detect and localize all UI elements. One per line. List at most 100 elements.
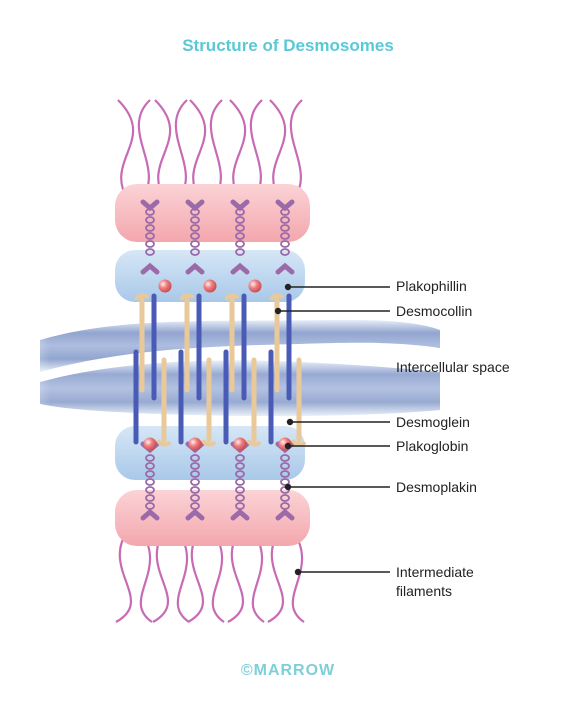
desmoplakin-coil — [190, 486, 200, 494]
desmoplakin-coil — [190, 224, 200, 232]
filament-strand — [291, 529, 305, 623]
outer-plaque-bottom — [115, 490, 310, 546]
desmocollin-hook — [201, 439, 217, 447]
plakoglobin-ball — [143, 437, 157, 451]
label-plakophillin: Plakophillin — [396, 278, 467, 294]
desmoplakin-coil — [280, 248, 290, 256]
desmoplakin-coil — [280, 470, 290, 478]
desmoplakin-coil — [280, 232, 290, 240]
desmoplakin-head — [140, 199, 160, 212]
desmoplakin-coil — [280, 494, 290, 502]
desmoplakin-head — [185, 508, 205, 521]
desmoplakin-coil — [235, 462, 245, 470]
desmoplakin-tail — [140, 262, 160, 275]
desmoplakin-coil — [190, 454, 200, 462]
desmoplakin-coil — [145, 208, 155, 216]
membrane-fade — [0, 300, 200, 440]
plakoglobin-ball — [188, 437, 202, 451]
desmoplakin-coil — [280, 224, 290, 232]
filament-strand — [117, 99, 135, 201]
desmoplakin-coil — [190, 216, 200, 224]
desmoplakin-coil — [145, 470, 155, 478]
desmoplakin-coil — [190, 502, 200, 510]
desmoplakin-coil — [145, 486, 155, 494]
desmocollin-hook — [224, 293, 240, 301]
desmoplakin-coil — [235, 486, 245, 494]
desmoplakin-head — [275, 508, 295, 521]
desmoplakin-coil — [235, 208, 245, 216]
desmoplakin-head — [275, 199, 295, 212]
desmoplakin-coil — [280, 454, 290, 462]
dot-desmoplakin — [284, 483, 292, 491]
desmoplakin-coil — [190, 462, 200, 470]
desmoplakin-coil — [145, 462, 155, 470]
desmoplakin-tail — [275, 262, 295, 275]
desmoplakin-coil — [190, 248, 200, 256]
desmoplakin-coil — [235, 470, 245, 478]
desmoplakin-coil — [145, 454, 155, 462]
desmoplakin-coil — [235, 454, 245, 462]
desmoplakin-head — [230, 199, 250, 212]
desmoplakin-tail — [185, 262, 205, 275]
label-intercellular-space: Intercellular space — [396, 359, 510, 375]
desmoplakin-coil — [235, 240, 245, 248]
outer-plaque-top — [115, 184, 310, 242]
dot-plakophillin — [284, 283, 292, 291]
desmoplakin-coil — [280, 240, 290, 248]
desmocollin-hook — [156, 439, 172, 447]
desmoplakin-coil — [280, 462, 290, 470]
label-plakoglobin: Plakoglobin — [396, 438, 469, 454]
desmoplakin-coil — [280, 216, 290, 224]
desmoplakin-coil — [190, 208, 200, 216]
desmoplakin-coil — [145, 248, 155, 256]
desmocollin-hook — [179, 293, 195, 301]
desmoplakin-coil — [235, 232, 245, 240]
desmoplakin-coil — [235, 502, 245, 510]
desmoplakin-coil — [145, 232, 155, 240]
plakoglobin-ball — [203, 279, 217, 293]
dot-desmoglein — [286, 418, 294, 426]
diagram-title: Structure of Desmosomes — [182, 36, 394, 55]
desmoplakin-coil — [235, 224, 245, 232]
desmoplakin-coil — [190, 470, 200, 478]
desmoplakin-coil — [145, 478, 155, 486]
desmoplakin-coil — [235, 216, 245, 224]
desmoplakin-coil — [190, 232, 200, 240]
desmoplakin-tail — [230, 262, 250, 275]
desmoplakin-coil — [145, 216, 155, 224]
label-intermediate-filaments-line2: filaments — [396, 583, 453, 599]
desmoplakin-coil — [145, 502, 155, 510]
label-pointers — [278, 286, 390, 573]
desmoplakin-coil — [280, 478, 290, 486]
desmoplakin-head — [185, 199, 205, 212]
desmoplakin-coil — [145, 240, 155, 248]
desmoplakin-coil — [235, 478, 245, 486]
desmoplakin-coil — [190, 478, 200, 486]
desmoplakin-coil — [235, 248, 245, 256]
dot-desmocollin — [274, 307, 282, 315]
label-desmoplakin: Desmoplakin — [396, 479, 477, 495]
desmoplakin-coil — [280, 208, 290, 216]
dot-intermediate-filaments — [294, 568, 302, 576]
label-desmoglein: Desmoglein — [396, 414, 470, 430]
desmoplakin-head — [230, 508, 250, 521]
desmocollin-hook — [246, 439, 262, 447]
marrow-logo: ©MARROW — [240, 662, 336, 679]
desmocollin-hook — [291, 439, 307, 447]
desmocollin-hook — [134, 293, 150, 301]
desmoplakin-coil — [145, 224, 155, 232]
desmosome-proteins — [133, 199, 307, 521]
filament-strand — [115, 529, 132, 623]
desmoplakin-coil — [280, 502, 290, 510]
desmoplakin-coil — [190, 240, 200, 248]
plakoglobin-ball — [158, 279, 172, 293]
plakoglobin-ball — [233, 437, 247, 451]
label-desmocollin: Desmocollin — [396, 303, 473, 319]
desmoplakin-head — [140, 508, 160, 521]
desmoplakin-coil — [190, 494, 200, 502]
label-intermediate-filaments-line1: Intermediate — [396, 564, 474, 580]
pointer-dots — [274, 283, 302, 576]
desmoplakin-coil — [235, 494, 245, 502]
desmoplakin-coil — [145, 494, 155, 502]
